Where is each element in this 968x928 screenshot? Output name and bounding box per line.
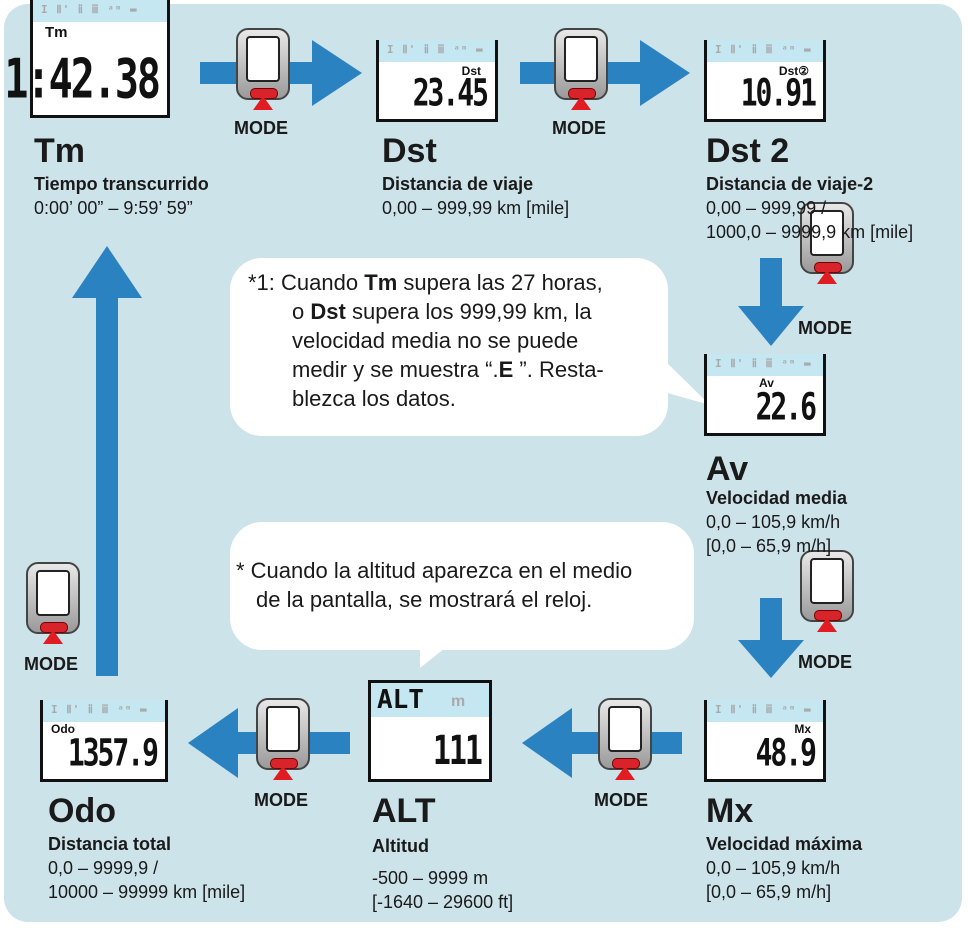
mode-label-4: MODE bbox=[798, 652, 852, 672]
tm-title: Tm bbox=[34, 132, 85, 170]
dst-title: Dst bbox=[382, 132, 437, 170]
tm-description: Tiempo transcurrido bbox=[34, 174, 209, 194]
mode-device-5 bbox=[598, 698, 652, 780]
screen-tm: I Ⅱ' ⅱ ⅲ ᵃᵐ ▬ Tm 1:42.38 bbox=[4, 0, 170, 118]
screen-odo: I Ⅱ' ⅱ ⅲ ᵃᵐ ▬ Odo 1357.9 bbox=[40, 700, 168, 782]
mode-device-6 bbox=[256, 698, 310, 780]
screen-dst2: I Ⅱ' ⅱ ⅲ ᵃᵐ ▬ Dst② 10.91 bbox=[704, 40, 826, 122]
mode-label-2: MODE bbox=[552, 118, 606, 138]
note-bubble-average bbox=[230, 258, 668, 436]
note-average-text: *1: Cuando Tm supera las 27 horas, o Dst… bbox=[248, 270, 604, 411]
screen-mx: I Ⅱ' ⅱ ⅲ ᵃᵐ ▬ Mx 48.9 bbox=[704, 700, 826, 782]
mode-device-3 bbox=[800, 202, 854, 302]
mode-device-4 bbox=[800, 550, 854, 650]
note-bubble-altitude bbox=[230, 522, 694, 650]
tm-range: 0:00’ 00” – 9:59’ 59” bbox=[34, 198, 193, 218]
alt-description: Altitud bbox=[372, 836, 429, 856]
mode-device-1 bbox=[236, 28, 290, 110]
dst2-description: Distancia de viaje-2 bbox=[706, 174, 874, 194]
mode-label-3: MODE bbox=[798, 318, 852, 338]
alt-range: -500 – 9999 m[-1640 – 29600 ft] bbox=[372, 868, 514, 912]
odo-range: 0,0 – 9999,9 /10000 – 99999 km [mile] bbox=[48, 858, 246, 902]
screen-dst: I Ⅱ' ⅱ ⅲ ᵃᵐ ▬ Dst 23.45 bbox=[376, 40, 498, 122]
mode-label-5: MODE bbox=[594, 790, 648, 810]
mode-device-7 bbox=[26, 562, 80, 644]
mode-label-6: MODE bbox=[254, 790, 308, 810]
mode-label-1: MODE bbox=[234, 118, 288, 138]
alt-title: ALT bbox=[372, 792, 436, 830]
dst-description: Distancia de viaje bbox=[382, 174, 534, 194]
note-altitude-text: * Cuando la altitud aparezca en el medio… bbox=[236, 558, 633, 612]
screen-alt: ALT m 111 bbox=[368, 680, 492, 782]
mx-range: 0,0 – 105,9 km/h[0,0 – 65,9 m/h] bbox=[706, 858, 841, 902]
odo-title: Odo bbox=[48, 792, 116, 830]
mode-label-7: MODE bbox=[24, 654, 78, 674]
av-title: Av bbox=[706, 450, 749, 488]
dst-range: 0,00 – 999,99 km [mile] bbox=[382, 198, 570, 218]
odo-description: Distancia total bbox=[48, 834, 172, 854]
mx-title: Mx bbox=[706, 792, 754, 830]
mx-description: Velocidad máxima bbox=[706, 834, 863, 854]
av-description: Velocidad media bbox=[706, 488, 848, 508]
screen-av: I Ⅱ' ⅱ ⅲ ᵃᵐ ▬ Av 22.6 bbox=[704, 354, 826, 436]
av-range: 0,0 – 105,9 km/h[0,0 – 65,9 m/h] bbox=[706, 512, 841, 556]
mode-device-2 bbox=[554, 28, 608, 110]
dst2-title: Dst 2 bbox=[706, 132, 790, 170]
dst2-range: 0,00 – 999,99 /1000,0 – 9999,9 km [mile] bbox=[706, 198, 914, 242]
